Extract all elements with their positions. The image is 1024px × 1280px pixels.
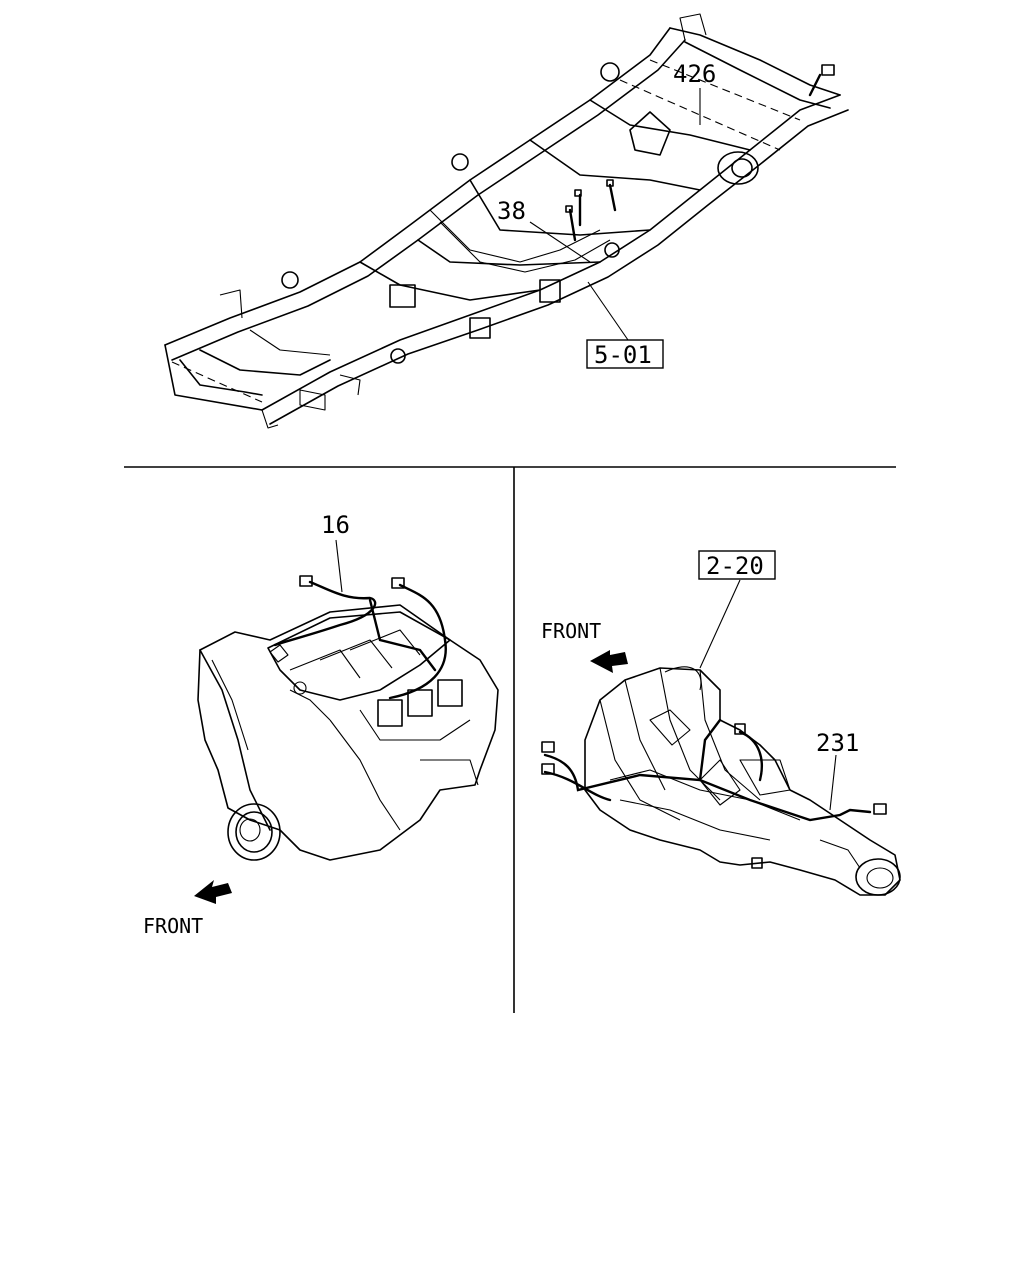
- callout-16: 16: [321, 511, 350, 539]
- callout-231: 231: [816, 729, 859, 757]
- callout-426: 426: [673, 60, 716, 88]
- chassis-frame-drawing: [164, 13, 849, 429]
- callout-box-5-01: [586, 339, 664, 369]
- front-arrow-icon: [590, 650, 628, 673]
- leader-38: [529, 221, 591, 263]
- leader-16: [335, 539, 343, 593]
- engine-front-label: FRONT: [143, 914, 203, 938]
- leader-231: [829, 754, 837, 811]
- leader-5-01: [587, 281, 629, 341]
- engine-drawing: [197, 575, 499, 861]
- callout-box-2-20: [698, 550, 776, 580]
- callout-38: 38: [497, 197, 526, 225]
- leader-2-20: [699, 579, 741, 669]
- front-arrow-icon: [194, 880, 232, 904]
- transmission-drawing: [541, 666, 901, 896]
- transmission-front-label: FRONT: [541, 619, 601, 643]
- callout-5-01: 5-01: [594, 341, 652, 369]
- callout-2-20: 2-20: [706, 552, 764, 580]
